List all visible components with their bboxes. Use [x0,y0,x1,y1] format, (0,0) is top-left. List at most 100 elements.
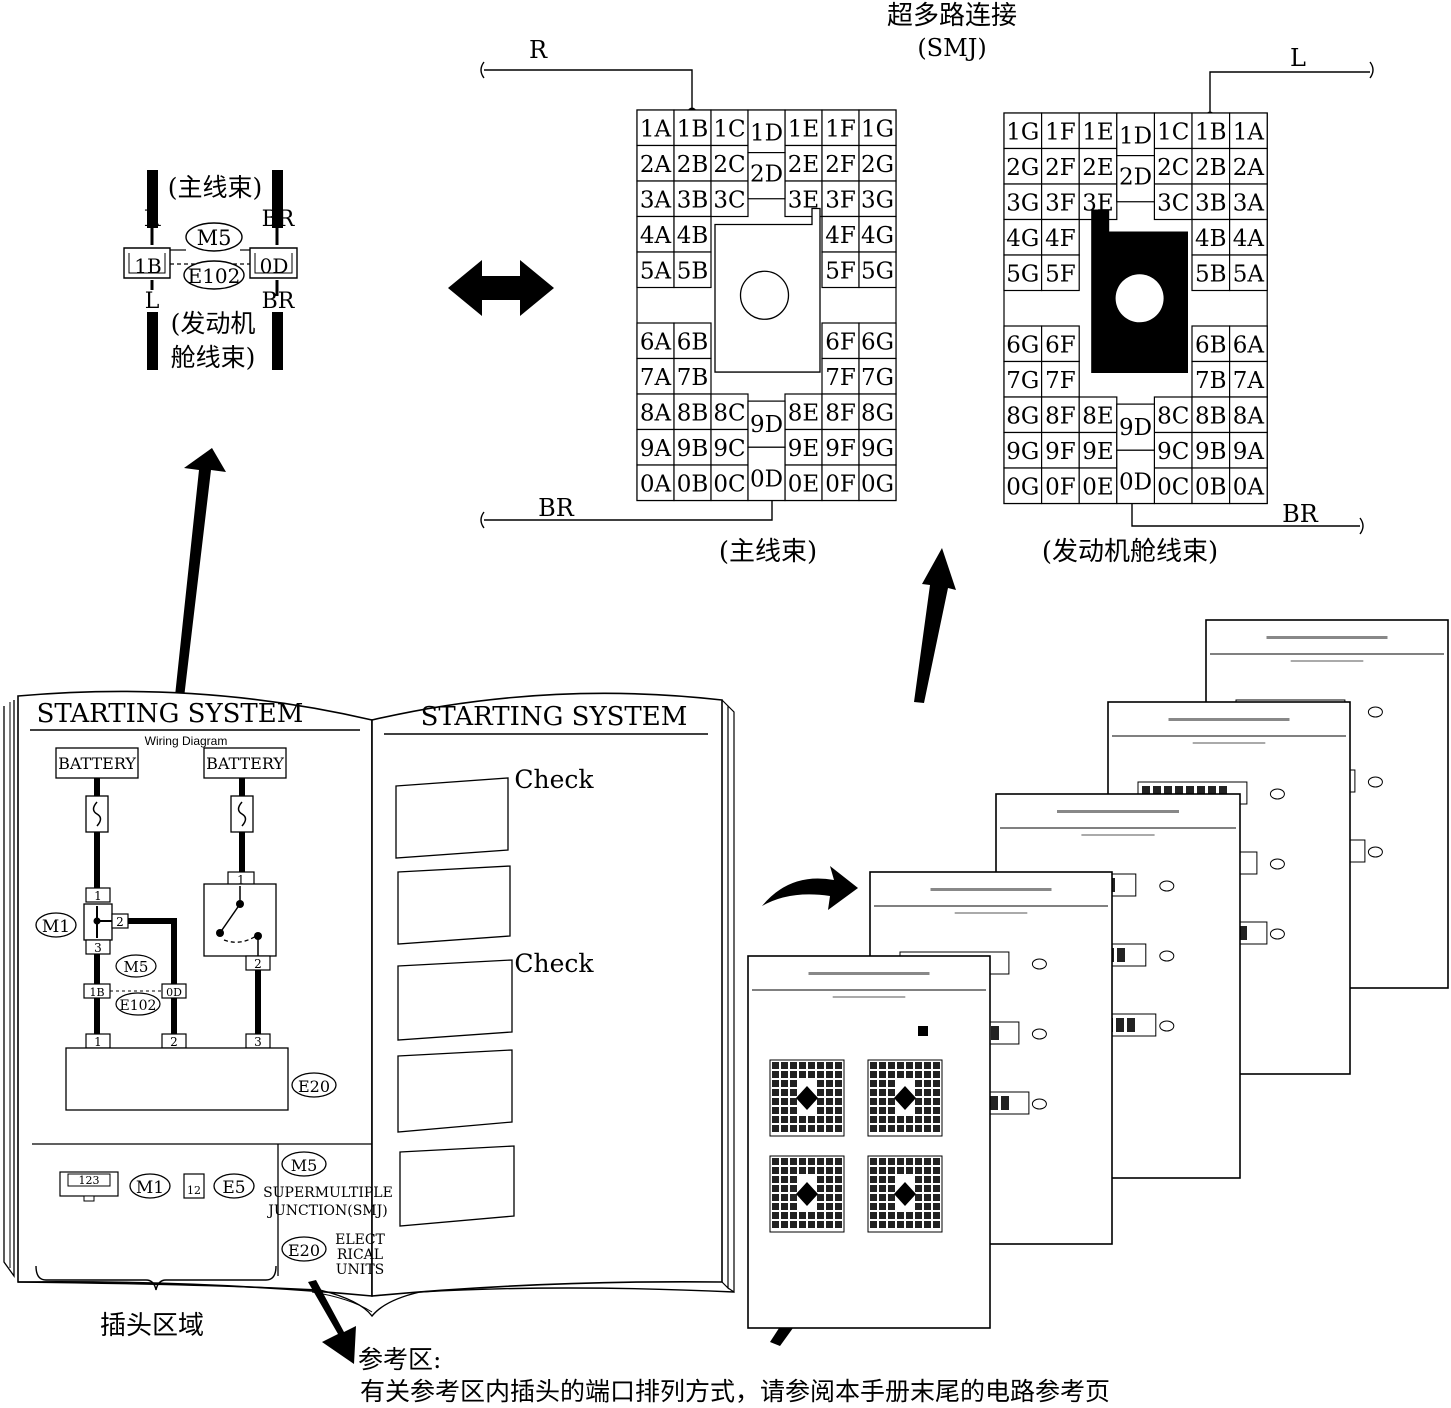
svg-text:5G: 5G [1006,262,1039,288]
svg-text:9E: 9E [788,436,819,462]
smj-cell-2c: 2C [710,144,749,182]
check-label-1: Check [514,765,594,794]
svg-text:2G: 2G [861,152,894,178]
smj-cell-7f: 7F [1040,360,1080,398]
svg-text:3G: 3G [861,188,894,214]
svg-text:7A: 7A [640,365,672,391]
smj-cell-2g: 2G [858,144,897,182]
smj-cell-9c: 9C [710,428,749,466]
symbol-l: L [145,289,160,314]
reference-line-2: 有关参考区内插头的端口排列方式，请参阅本手册末尾的电路参考页 [360,1377,1110,1406]
svg-text:6A: 6A [1233,333,1265,359]
smj-cell-4a: 4A [1228,218,1268,256]
svg-text:3B: 3B [677,188,709,214]
svg-text:0F: 0F [1045,475,1076,501]
smj-cell-7a: 7A [636,357,675,395]
smj-cell-7g: 7G [858,357,897,395]
svg-text:9F: 9F [1045,439,1076,465]
svg-text:0E: 0E [788,472,819,498]
connector-e20: E20 [288,1241,320,1260]
svg-text:5B: 5B [677,259,709,285]
smj-cell-1a: 1A [636,109,675,147]
svg-text:6B: 6B [677,330,709,356]
book-e102-label: E102 [120,998,157,1014]
relay-pin-1: 1 [237,873,245,887]
symbol-r: R [144,207,162,232]
svg-text:1B: 1B [677,117,709,143]
smj-cell-9f: 9F [821,428,860,466]
smj-subtitle: (SMJ) [917,34,986,62]
smj-cell-9c: 9C [1153,431,1193,469]
connector-area-brace [35,1265,277,1291]
svg-text:1D: 1D [1119,124,1152,150]
svg-text:2A: 2A [640,152,672,178]
svg-text:1F: 1F [825,117,856,143]
smj-cell-3g: 3G [858,180,897,218]
smj-cell-0d: 0D [1116,449,1156,505]
smj-cell-0f: 0F [821,464,860,502]
svg-text:0E: 0E [1082,475,1113,501]
smj-cell-8a: 8A [1228,396,1268,434]
svg-text:7F: 7F [825,365,856,391]
svg-text:3C: 3C [713,188,745,214]
svg-text:0A: 0A [640,472,672,498]
svg-text:5G: 5G [861,259,894,285]
svg-text:2E: 2E [1082,155,1113,181]
smj-cell-3b: 3B [1191,183,1231,221]
svg-text:8C: 8C [713,401,745,427]
svg-text:9D: 9D [750,412,783,438]
battery-label-1: BATTERY [58,754,136,773]
smj-cell-2b: 2B [1191,147,1231,185]
smj-cell-9g: 9G [858,428,897,466]
svg-text:5B: 5B [1195,262,1227,288]
smj-cell-2a: 2A [1228,147,1268,185]
smj-cell-9e: 9E [1078,431,1118,469]
smj-cell-0a: 0A [1228,467,1268,505]
smj-cell-6b: 6B [1191,325,1231,363]
symbol-engine-harness-2: 舱线束) [171,343,256,372]
symbol-engine-harness-1: (发动机 [171,309,256,338]
manual-page [747,955,991,1329]
e20-pin-3: 3 [254,1035,262,1049]
double-arrow [448,260,554,316]
svg-text:4F: 4F [825,223,856,249]
svg-text:9C: 9C [713,436,745,462]
smj-cell-1f: 1F [821,109,860,147]
smj-cell-5f: 5F [1040,254,1080,292]
e20-pin-1: 1 [94,1035,102,1049]
smj-caption-2: JUNCTION(SMJ) [266,1203,387,1219]
smj-cell-8c: 8C [710,393,749,431]
book-m5-label: M5 [124,958,149,976]
smj-cell-8f: 8F [1040,396,1080,434]
svg-text:8C: 8C [1157,404,1189,430]
smj-cell-5a: 5A [636,251,675,289]
svg-text:7G: 7G [1006,368,1039,394]
svg-text:3A: 3A [1233,191,1265,217]
smj-cell-2e: 2E [784,144,823,182]
smj-cell-3b: 3B [673,180,712,218]
svg-text:6A: 6A [640,330,672,356]
svg-text:7A: 7A [1233,368,1265,394]
eu-caption-1: ELECT [335,1232,385,1248]
svg-text:2A: 2A [1233,155,1265,181]
connector-m1: M1 [136,1178,164,1198]
svg-text:2C: 2C [713,152,745,178]
smj-symbol: (主线束) R BR 1B 0D M5 E102 L BR (发动机 舱线束) [123,170,298,372]
svg-text:9E: 9E [1082,439,1113,465]
smj-cell-0b: 0B [1191,467,1231,505]
svg-text:0F: 0F [825,472,856,498]
smj-cell-6g: 6G [1003,325,1043,363]
svg-text:0C: 0C [1157,475,1189,501]
book-left-title: STARTING SYSTEM [37,699,304,729]
svg-text:5F: 5F [825,259,856,285]
smj-cell-3g: 3G [1003,183,1043,221]
smj-cell-7g: 7G [1003,360,1043,398]
smj-cell-0f: 0F [1040,467,1080,505]
smj-cell-0b: 0B [673,464,712,502]
smj-cell-3e: 3E [784,180,823,218]
book-right-title: STARTING SYSTEM [421,702,688,732]
svg-text:8F: 8F [825,401,856,427]
svg-text:5A: 5A [1233,262,1265,288]
